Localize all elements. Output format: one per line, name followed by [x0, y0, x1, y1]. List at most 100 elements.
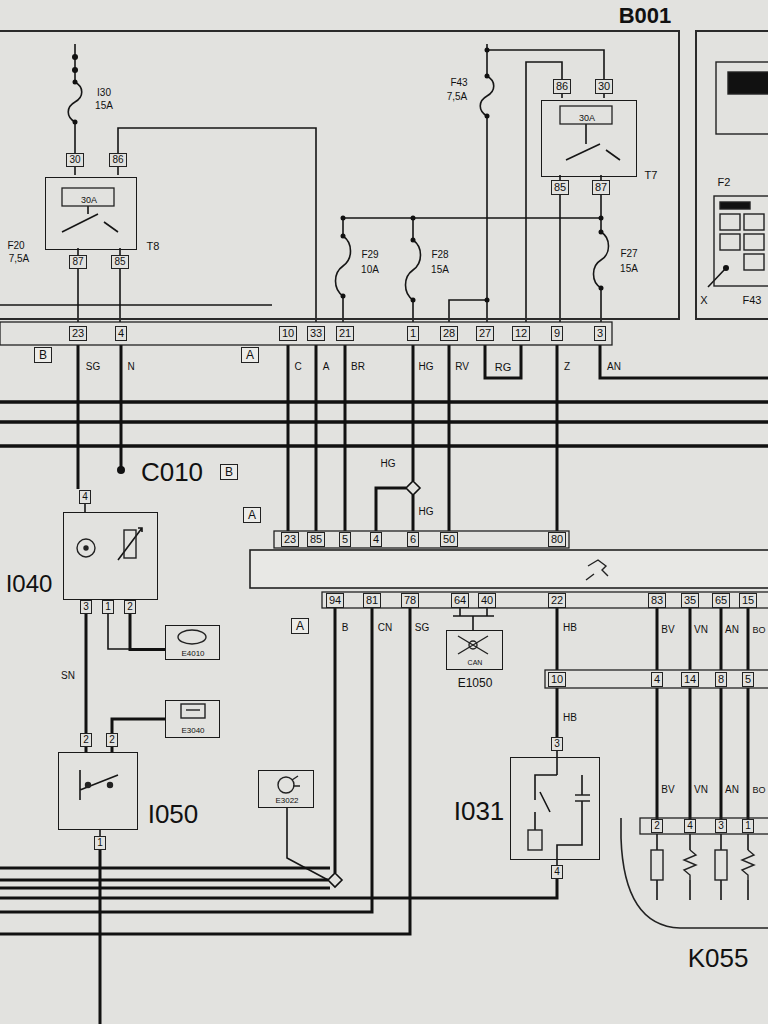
fusebox-frame: B00130AT830AT7	[0, 30, 680, 320]
location-figure	[744, 214, 764, 230]
pin-number: 87	[592, 180, 610, 195]
wire-label: I30	[96, 88, 112, 98]
connector-marker: A	[243, 507, 261, 523]
pin-number: 4	[651, 672, 663, 687]
harness-wire	[556, 345, 559, 531]
can-node-box: CANE1050	[446, 630, 503, 670]
component-box: I040	[63, 512, 158, 600]
location-figure	[720, 202, 750, 209]
pin-number: 4	[370, 532, 382, 547]
harness-wire	[0, 608, 372, 912]
component-label: I040	[5, 572, 54, 596]
pin-number: 85	[307, 532, 325, 547]
pin-number: 9	[551, 326, 563, 341]
wire	[62, 206, 118, 232]
pin-number: 64	[451, 593, 469, 608]
harness-wire	[99, 850, 102, 1024]
component-label: E3022	[274, 797, 299, 805]
wire-label: HG	[418, 362, 435, 372]
junction-dot	[72, 67, 78, 73]
harness-wire	[657, 608, 748, 670]
harness-wire	[600, 345, 768, 378]
wire-label: BR	[350, 362, 366, 372]
connector-marker: B	[220, 464, 238, 480]
connector-outline-shape	[620, 818, 768, 938]
wire	[566, 124, 620, 160]
junction-dot	[485, 48, 490, 53]
junction-dot	[411, 298, 416, 303]
symbol	[178, 630, 206, 644]
connector-id: C010	[139, 459, 205, 485]
location-figure	[728, 72, 768, 94]
connector-strip	[0, 322, 612, 345]
pin-number: 1	[94, 836, 106, 850]
junction-dot	[72, 54, 78, 60]
symbol	[528, 830, 542, 850]
pin-number: 1	[407, 326, 419, 341]
junction-dot	[411, 216, 416, 221]
connector-marker: A	[291, 618, 309, 634]
relay-coil	[62, 188, 114, 206]
component-label: I031	[453, 798, 506, 824]
pin-number: 86	[109, 153, 126, 167]
pin-number: 27	[476, 326, 494, 341]
relay-coil	[560, 106, 612, 124]
relay-box: 30AT8	[45, 177, 137, 250]
location-figure	[720, 214, 740, 230]
junction-dot	[485, 114, 490, 119]
symbol	[715, 850, 727, 880]
pin-number: 4	[79, 490, 91, 504]
wire-label: 15A	[430, 265, 450, 275]
pin-number: 23	[281, 532, 299, 547]
wire	[0, 304, 272, 306]
pin-number: 2	[80, 733, 92, 747]
junction-dot	[73, 80, 78, 85]
harness-wire	[448, 345, 451, 531]
component-label: E4010	[180, 650, 205, 658]
symbol	[651, 850, 663, 880]
fuse-symbol	[68, 76, 608, 300]
symbol	[458, 636, 488, 654]
harness-wire	[0, 402, 768, 446]
wire	[343, 218, 601, 322]
wire-label: F43	[449, 78, 468, 88]
fuse-symbol	[336, 236, 351, 296]
wire-label: F29	[360, 250, 379, 260]
pin-number: 65	[712, 593, 730, 608]
harness-wire	[657, 688, 748, 819]
wire	[75, 167, 120, 255]
symbol	[124, 530, 136, 558]
wire-connector	[112, 719, 165, 752]
pin-number: 87	[69, 255, 86, 269]
pin-number: 1	[742, 819, 754, 833]
harness-wire	[77, 345, 80, 489]
wire-connector	[85, 600, 88, 752]
symbol	[108, 783, 113, 788]
pin-number: 15	[739, 593, 757, 608]
wire-label: BV	[660, 785, 675, 795]
wire-label: VN	[693, 785, 709, 795]
harness-wire	[485, 345, 521, 378]
wire	[118, 128, 316, 322]
wire-label: HG	[380, 459, 397, 469]
pin-number: 30	[595, 79, 613, 94]
junction-dot	[72, 48, 729, 475]
symbol	[469, 641, 477, 649]
pin-number: 80	[548, 532, 566, 547]
fuse-symbol	[406, 240, 421, 300]
wire-label: 15A	[619, 264, 639, 274]
wire-label: SG	[414, 623, 430, 633]
component-label: E1050	[457, 677, 494, 689]
pin-number: 4	[684, 819, 696, 833]
pin-number: 78	[401, 593, 419, 608]
connector-strip	[322, 592, 768, 608]
pin-number: 40	[478, 593, 496, 608]
symbol	[186, 709, 200, 710]
junction-dot	[599, 286, 604, 291]
wire-label: 7,5A	[8, 254, 31, 264]
wire	[708, 268, 726, 287]
symbol	[586, 560, 608, 580]
pin-number: 3	[551, 737, 563, 751]
wire-label: F28	[430, 250, 449, 260]
relay-coil	[62, 106, 612, 206]
